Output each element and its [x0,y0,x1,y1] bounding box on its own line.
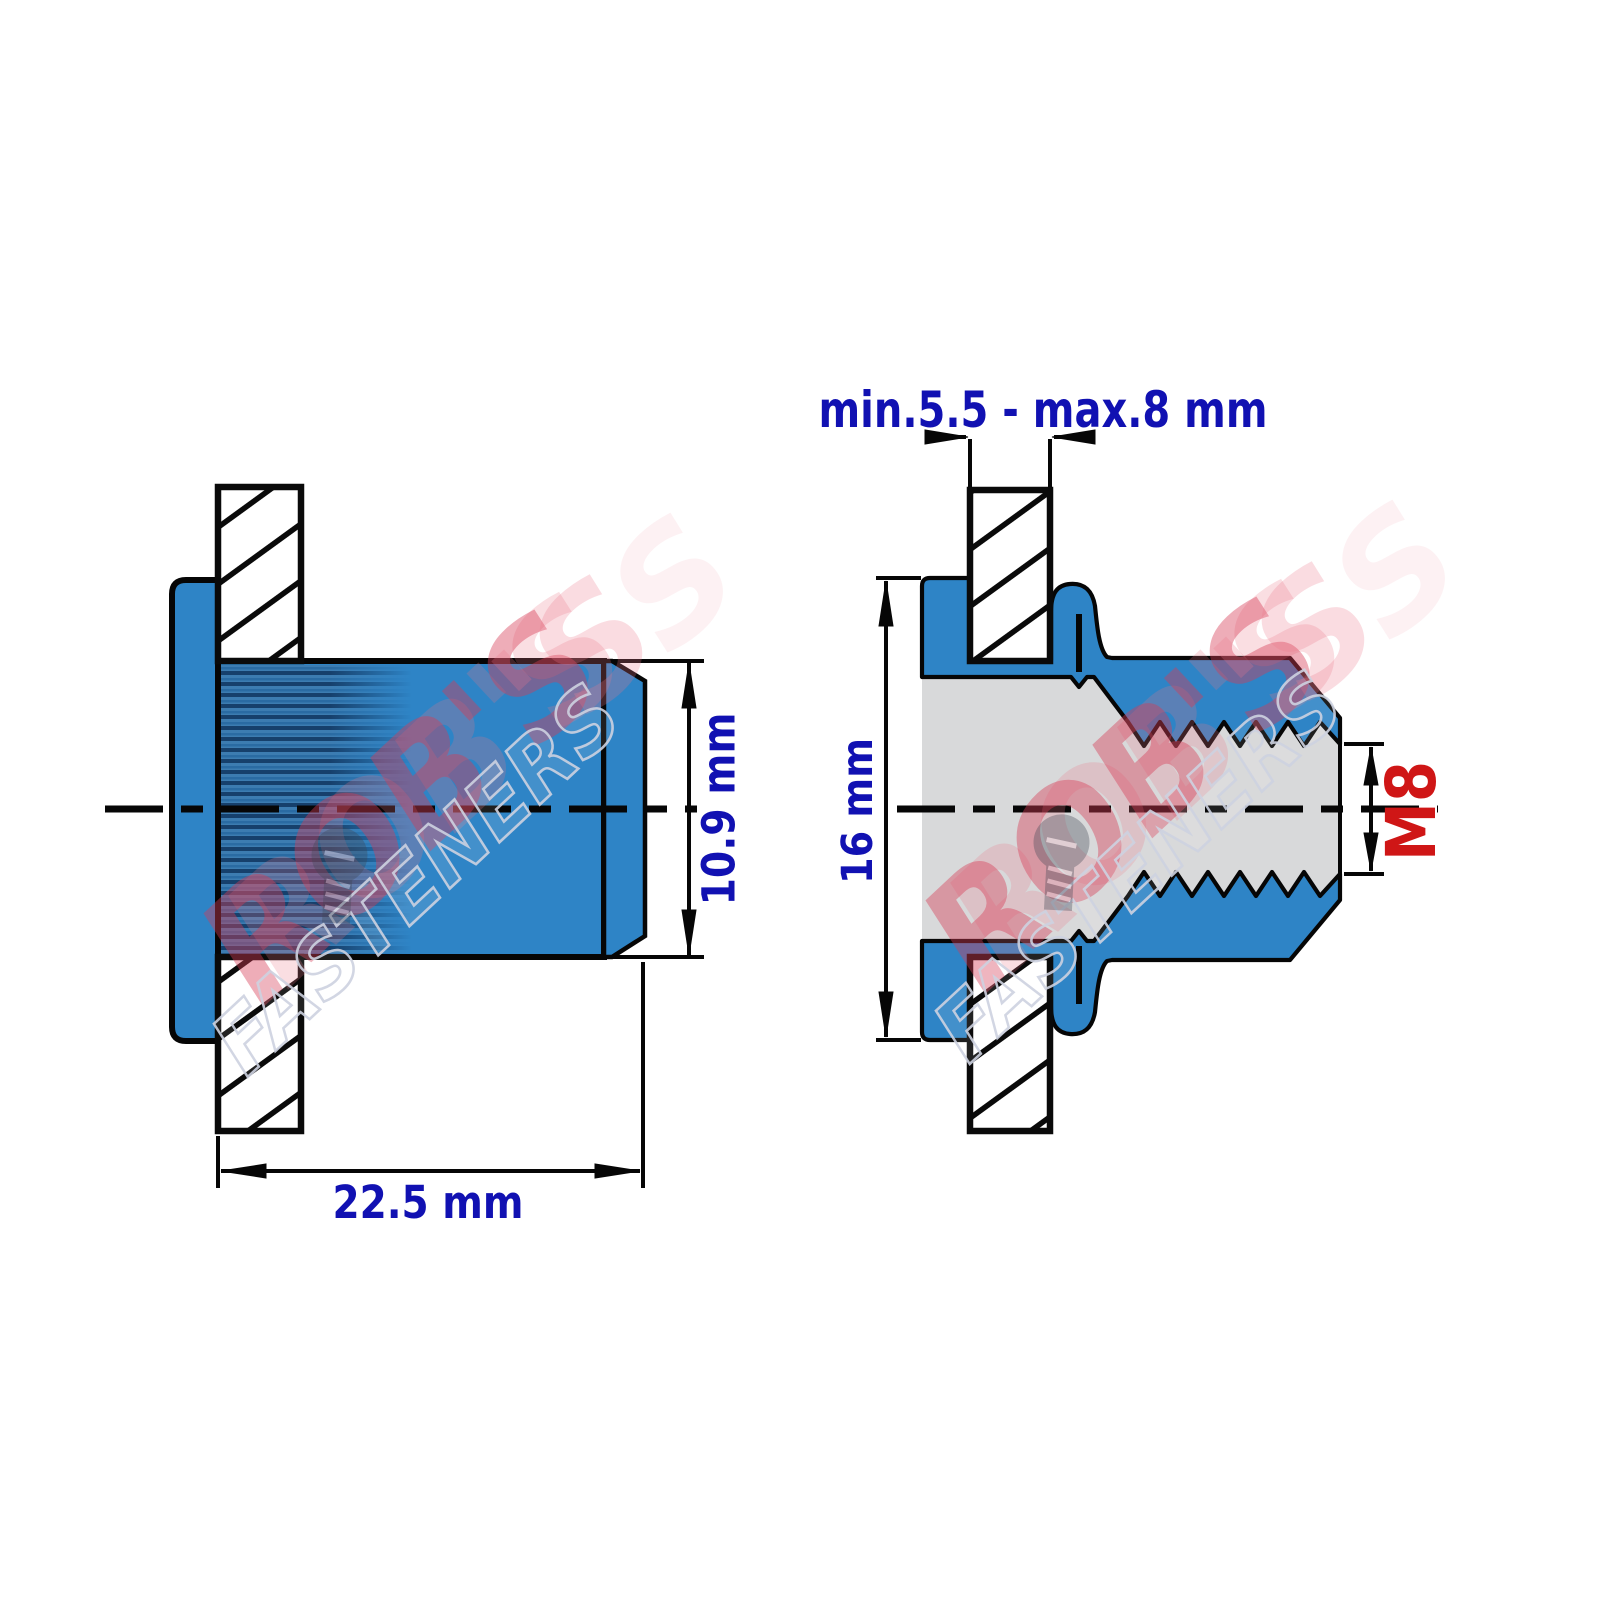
bolt-thread-line [1046,891,1072,903]
grip-range-label: min.5.5 - max.8 mm [819,381,1268,439]
watermark-bolt-icon [311,827,368,924]
left-length-label: 22.5 mm [333,1176,524,1229]
arrowhead-down-icon [878,991,894,1038]
arrowhead-left-icon [220,1163,267,1179]
arrowhead-up-icon [681,662,697,709]
bolt-head-shape [311,827,368,884]
right-plate-bottom [966,953,1054,1135]
left-plate-bottom [214,953,305,1135]
bolt-thread-line [324,891,350,903]
thread-dimension [1344,742,1384,876]
arrowhead-down-icon [1363,832,1379,872]
arrowhead-left-icon [1051,429,1096,445]
right-nut-lower [919,869,1343,1043]
left-plate-top [214,483,305,665]
arrowhead-up-icon [878,580,894,627]
bolt-head-shape [1033,814,1090,871]
arrowhead-right-icon [924,429,969,445]
thread-size-label: M8 [1372,761,1452,861]
right-figure: min.5.5 - max.8 mm 16 mm M8 [819,381,1452,1135]
arrowhead-right-icon [594,1163,641,1179]
arrowhead-up-icon [1363,746,1379,786]
bolt-shank-shape [321,870,353,924]
right-plate-top [966,486,1054,665]
bolt-slot-line [1046,837,1077,849]
bolt-thread-line [1047,865,1073,877]
bolt-thread-line [324,904,350,916]
bolt-shank-shape [1043,857,1075,911]
watermark-bolt-icon [1033,814,1090,911]
left-diameter-label: 10.9 mm [693,713,746,906]
flange-diameter-label: 16 mm [833,738,883,884]
right-nut-upper [919,575,1343,749]
left-figure: 10.9 mm 22.5 mm [105,483,746,1229]
bolt-slot-line [324,850,355,862]
left-length-dimension [216,962,645,1188]
bolt-thread-line [1046,878,1072,890]
flange-diameter-dimension [876,576,921,1042]
arrowhead-down-icon [681,909,697,956]
bolt-thread-line [325,878,351,890]
grip-range-dimension [924,429,1096,487]
left-diameter-dimension [610,659,704,959]
watermark-layer: ROB'S ROB'S 'S S FASTENERS ROB'S ROB'S '… [167,471,1495,1095]
